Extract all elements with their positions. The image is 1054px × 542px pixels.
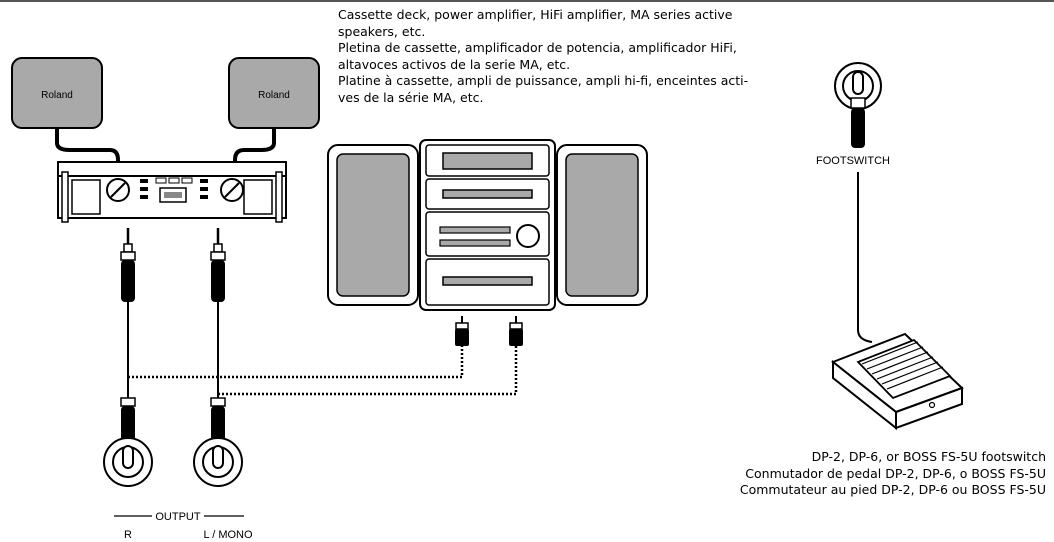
- dotted-cable-r: [128, 346, 464, 379]
- speaker-right-brand: Roland: [258, 90, 290, 101]
- caption-line: DP-2, DP-6, or BOSS FS-5U footswitch: [811, 449, 1046, 464]
- top-rule: [0, 0, 1054, 2]
- footswitch-cable: [857, 172, 873, 343]
- stereo-system: [327, 139, 648, 311]
- caption-line: speakers, etc.: [338, 23, 426, 39]
- jack-output-r: [103, 437, 153, 487]
- jack-output-l: [193, 437, 243, 487]
- output-l-label: L / MONO: [203, 529, 253, 541]
- rca-plug-right: [509, 316, 523, 346]
- footswitch-label: FOOTSWITCH: [816, 155, 890, 167]
- caption-line: Pletina de cassette, amplificador de pot…: [338, 40, 737, 56]
- speaker-right: Roland: [228, 57, 320, 129]
- speaker-left: Roland: [11, 57, 103, 129]
- speaker-left-brand: Roland: [41, 90, 73, 101]
- caption-line: Commutateur au pied DP-2, DP-6 ou BOSS F…: [739, 482, 1046, 498]
- footswitch-plug: [850, 97, 866, 148]
- output-label: OUTPUT: [155, 511, 201, 523]
- output-r-label: R: [124, 529, 132, 541]
- rca-plug-left: [455, 316, 469, 346]
- footswitch-caption: DP-2, DP-6, or BOSS FS-5U footswitch Con…: [740, 449, 1046, 499]
- caption-line: altavoces activos de la serie MA, etc.: [338, 56, 571, 72]
- caption-line: Conmutador de pedal DP-2, DP-6, o BOSS F…: [745, 465, 1046, 481]
- speaker-left-cable: [55, 128, 120, 172]
- speaker-right-cable: [233, 128, 276, 172]
- footswitch-pedal: [831, 332, 964, 431]
- footswitch-jack: [834, 62, 882, 110]
- plug-amp-left: [120, 228, 136, 302]
- destination-caption: Cassette deck, power amplifier, HiFi amp…: [338, 7, 748, 107]
- plug-amp-right: [210, 228, 226, 302]
- caption-line: Platine à cassette, ampli de puissance, …: [338, 73, 749, 89]
- caption-line: Cassette deck, power amplifier, HiFi amp…: [338, 7, 733, 22]
- caption-line: ves de la série MA, etc.: [338, 89, 484, 105]
- dotted-cable-l: [218, 346, 518, 396]
- power-amplifier: [57, 161, 287, 223]
